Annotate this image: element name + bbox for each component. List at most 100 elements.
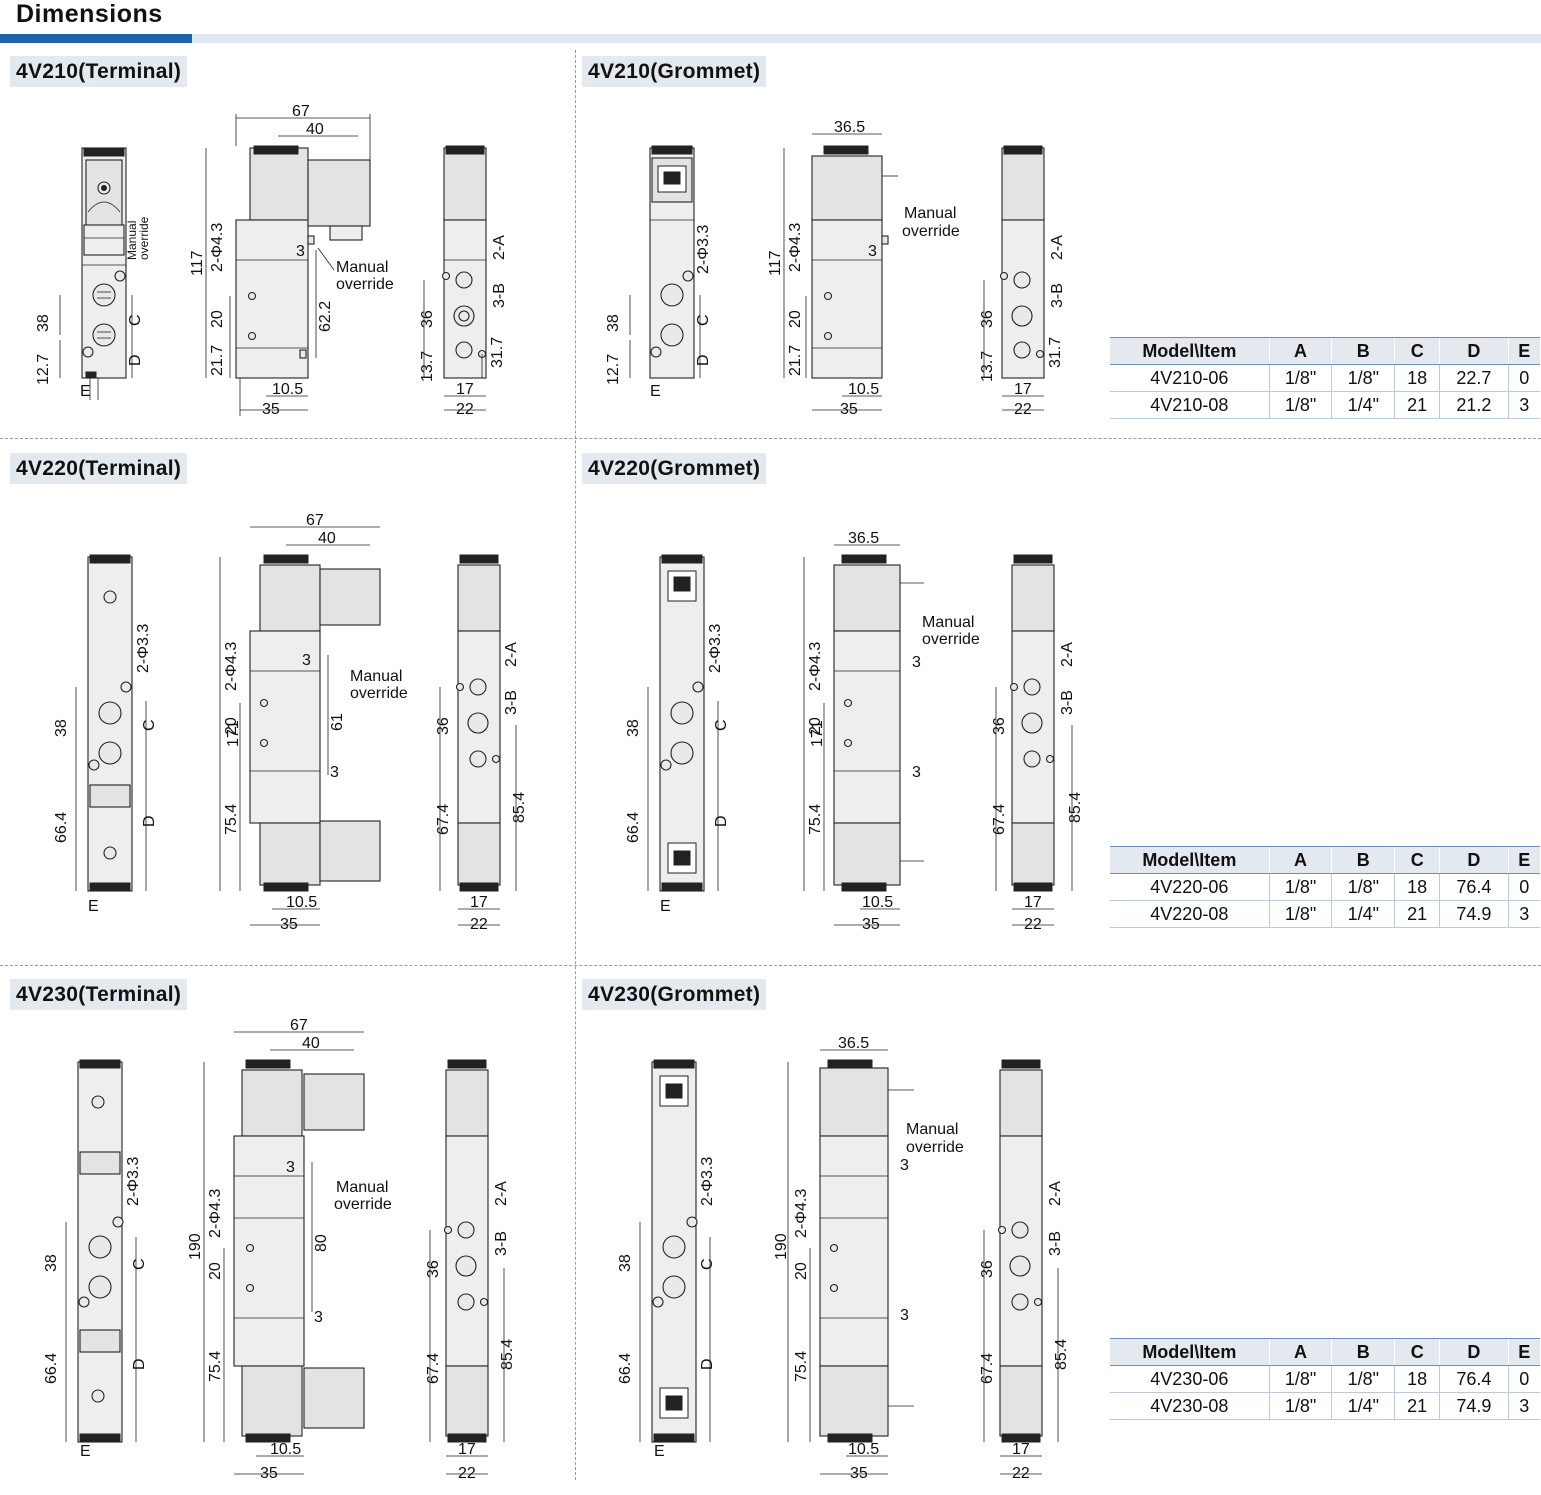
table-cell: 4V230-08	[1110, 1392, 1270, 1420]
side-view-left: 38 66.4 C D E 2-Φ3.3	[53, 554, 158, 915]
drawing-4v220-grommet: 38 66.4 C D E 2-Φ3.3 36.5 171 2-Φ4.3 20 …	[625, 530, 1084, 933]
svg-text:67: 67	[306, 512, 324, 529]
svg-text:E: E	[650, 383, 661, 400]
table-header-cell: E	[1507, 1338, 1540, 1366]
table-header-cell: C	[1394, 337, 1440, 365]
svg-text:C: C	[131, 1258, 148, 1270]
svg-text:2-Φ3.3: 2-Φ3.3	[707, 624, 724, 673]
table-cell: 1/8"	[1268, 1392, 1332, 1420]
svg-text:3: 3	[900, 1307, 909, 1324]
svg-text:85.4: 85.4	[1053, 1339, 1070, 1370]
svg-text:31.7: 31.7	[489, 337, 506, 368]
side-view-right: 36 67.4 85.4 2-A 3-B 17 22	[435, 554, 528, 933]
svg-text:override: override	[334, 1196, 392, 1213]
svg-text:36.5: 36.5	[834, 119, 865, 136]
svg-text:85.4: 85.4	[499, 1339, 516, 1370]
svg-text:2-Φ4.3: 2-Φ4.3	[807, 642, 824, 691]
svg-text:66.4: 66.4	[43, 1353, 60, 1384]
svg-text:D: D	[695, 354, 712, 366]
svg-text:3-B: 3-B	[1059, 690, 1076, 715]
svg-text:2-A: 2-A	[493, 1181, 510, 1206]
svg-text:75.4: 75.4	[207, 1351, 224, 1382]
table-row: 4V210-06 1/8" 1/8" 18 22.7 0	[1110, 364, 1540, 392]
table-header-row: Model\Item A B C D E	[1110, 337, 1540, 365]
svg-text:2-Φ4.3: 2-Φ4.3	[209, 223, 226, 272]
spec-table-4v220: Model\Item A B C D E 4V220-06 1/8" 1/8" …	[1110, 846, 1540, 928]
svg-text:21.7: 21.7	[209, 345, 226, 376]
svg-text:38: 38	[605, 314, 622, 332]
svg-text:36: 36	[435, 717, 452, 735]
front-view: 67 40 117 2-Φ4.3 20 21.7 62.2 3 Manual o…	[189, 103, 394, 418]
front-view: 36.5 190 2-Φ4.3 20 75.4 3 3 Manual overr…	[773, 1035, 964, 1482]
table-row: 4V210-08 1/8" 1/4" 21 21.2 3	[1110, 391, 1540, 419]
svg-text:3-B: 3-B	[1047, 1231, 1064, 1256]
row-divider-2	[0, 965, 1541, 966]
svg-text:override: override	[350, 685, 408, 702]
svg-text:117: 117	[189, 250, 206, 276]
table-cell: 22.7	[1439, 364, 1509, 392]
svg-text:66.4: 66.4	[625, 812, 642, 843]
table-header-cell: A	[1268, 1338, 1332, 1366]
svg-text:40: 40	[306, 121, 324, 138]
svg-text:10.5: 10.5	[270, 1441, 301, 1458]
side-view-left: 38 66.4 C D E 2-Φ3.3	[617, 1059, 716, 1460]
title-underline-accent	[0, 34, 192, 43]
svg-text:22: 22	[458, 1465, 476, 1482]
svg-text:E: E	[654, 1443, 665, 1460]
svg-text:10.5: 10.5	[848, 1441, 879, 1458]
section-title-4v210-grommet: 4V210(Grommet)	[582, 56, 767, 87]
svg-text:10.5: 10.5	[862, 894, 893, 911]
side-view-right: 36 67.4 85.4 2-A 3-B 17 22	[991, 554, 1084, 933]
svg-text:67: 67	[290, 1017, 308, 1034]
table-header-cell: D	[1439, 337, 1509, 365]
svg-text:3: 3	[912, 654, 921, 671]
svg-text:2-A: 2-A	[491, 235, 508, 260]
drawing-4v230-terminal: 38 66.4 C D E 2-Φ3.3 67 40 190 2-Φ4.3 20…	[43, 1017, 516, 1482]
svg-text:22: 22	[1014, 401, 1032, 418]
svg-text:21.7: 21.7	[787, 345, 804, 376]
table-cell: 4V220-06	[1110, 873, 1270, 901]
dim-label-e: E	[80, 383, 91, 400]
table-cell: 18	[1394, 1365, 1440, 1393]
svg-text:38: 38	[617, 1254, 634, 1272]
table-header-cell: E	[1507, 337, 1540, 365]
svg-text:Manual: Manual	[922, 614, 974, 631]
table-header-cell: A	[1268, 846, 1332, 874]
svg-text:22: 22	[456, 401, 474, 418]
table-header-row: Model\Item A B C D E	[1110, 1338, 1540, 1366]
svg-text:67.4: 67.4	[991, 804, 1008, 835]
svg-text:35: 35	[260, 1465, 278, 1482]
dim-label-d: D	[127, 354, 144, 366]
table-cell: 1/8"	[1331, 1365, 1395, 1393]
table-cell: 74.9	[1439, 1392, 1509, 1420]
svg-text:2-A: 2-A	[503, 642, 520, 667]
svg-text:2-Φ3.3: 2-Φ3.3	[125, 1157, 142, 1206]
table-cell: 18	[1394, 364, 1440, 392]
svg-text:E: E	[660, 898, 671, 915]
svg-text:2-Φ3.3: 2-Φ3.3	[695, 225, 712, 274]
svg-text:36.5: 36.5	[838, 1035, 869, 1052]
svg-text:3: 3	[286, 1159, 295, 1176]
svg-text:61: 61	[329, 713, 346, 731]
svg-text:38: 38	[53, 719, 70, 737]
dim-label-c: C	[127, 314, 144, 326]
drawing-4v230-grommet: 38 66.4 C D E 2-Φ3.3 36.5 190 2-Φ4.3 20 …	[617, 1035, 1070, 1482]
svg-text:3: 3	[912, 764, 921, 781]
svg-text:80: 80	[313, 1234, 330, 1252]
row-divider-1	[0, 438, 1541, 439]
table-cell: 1/8"	[1268, 1365, 1332, 1393]
table-cell: 1/8"	[1268, 900, 1332, 928]
svg-text:E: E	[88, 898, 99, 915]
svg-text:66.4: 66.4	[617, 1353, 634, 1384]
table-header-row: Model\Item A B C D E	[1110, 846, 1540, 874]
table-row: 4V230-06 1/8" 1/8" 18 76.4 0	[1110, 1365, 1540, 1393]
side-view-right: 36 67.4 85.4 2-A 3-B 17 22	[425, 1059, 516, 1482]
column-divider	[575, 50, 576, 1480]
section-title-4v230-terminal: 4V230(Terminal)	[10, 979, 188, 1010]
svg-text:75.4: 75.4	[807, 804, 824, 835]
table-cell: 21	[1394, 1392, 1440, 1420]
svg-text:override: override	[902, 223, 960, 240]
section-title-4v230-grommet: 4V230(Grommet)	[582, 979, 767, 1010]
svg-text:36.5: 36.5	[848, 530, 879, 547]
svg-text:override: override	[922, 631, 980, 648]
